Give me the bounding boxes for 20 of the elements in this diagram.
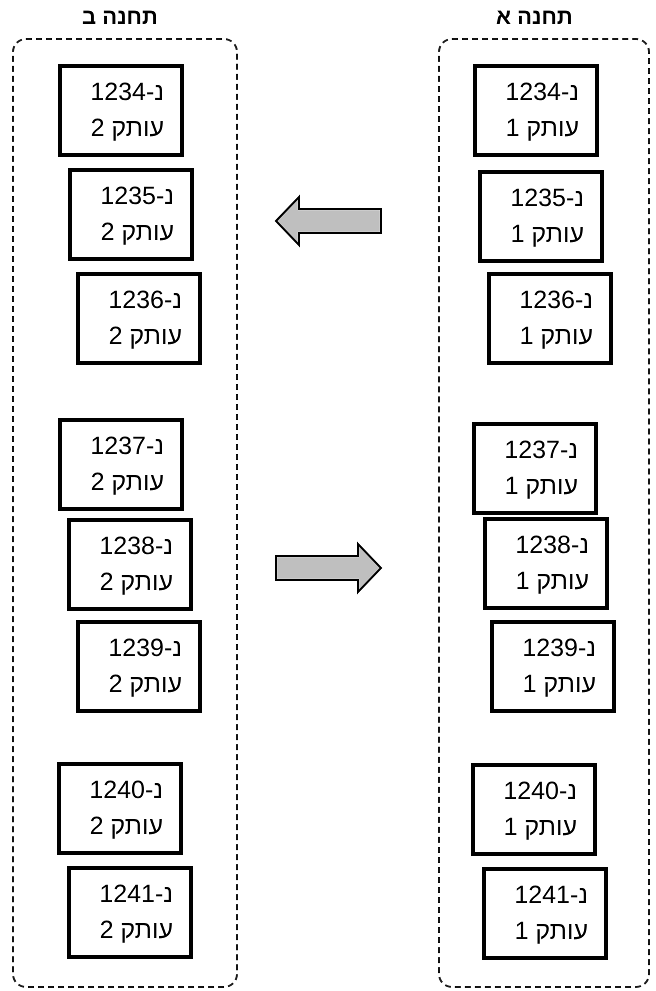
record-box: נ-1241 עותק 1 bbox=[482, 867, 608, 960]
record-box: נ-1240 עותק 2 bbox=[57, 762, 183, 855]
record-box: נ-1239 עותק 2 bbox=[76, 620, 202, 713]
record-box: נ-1237 עותק 1 bbox=[472, 422, 598, 515]
panel-heading: תחנה א bbox=[496, 4, 573, 30]
record-box: נ-1234 עותק 2 bbox=[58, 64, 184, 157]
record-box: נ-1238 עותק 2 bbox=[67, 518, 193, 611]
panel-heading: תחנה ב bbox=[82, 4, 158, 30]
record-box: נ-1239 עותק 1 bbox=[490, 620, 616, 713]
record-box: נ-1237 עותק 2 bbox=[58, 418, 184, 511]
record-box: נ-1241 עותק 2 bbox=[67, 866, 193, 959]
record-box: נ-1235 עותק 2 bbox=[68, 168, 194, 261]
block-arrow bbox=[274, 194, 382, 248]
block-arrow bbox=[275, 542, 382, 594]
record-box: נ-1238 עותק 1 bbox=[483, 517, 609, 610]
record-box: נ-1236 עותק 1 bbox=[487, 272, 613, 365]
record-box: נ-1234 עותק 1 bbox=[473, 64, 599, 157]
record-box: נ-1235 עותק 1 bbox=[478, 170, 604, 263]
record-box: נ-1240 עותק 1 bbox=[471, 763, 597, 856]
record-box: נ-1236 עותק 2 bbox=[76, 272, 202, 365]
